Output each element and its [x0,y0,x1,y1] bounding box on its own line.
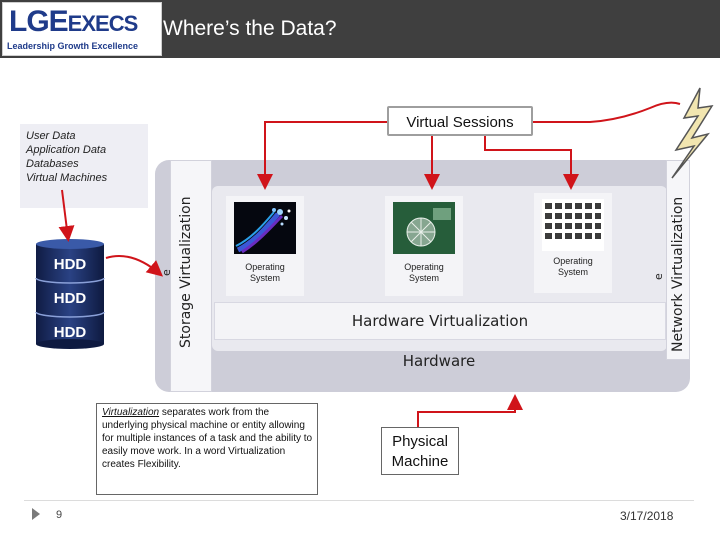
slide-date: 3/17/2018 [620,509,674,523]
network-virtualization-label: Network Virtualization [670,196,686,352]
hdd-3: HDD [36,316,104,344]
virtualization-definition-box: Virtualization separates work from the u… [96,403,318,495]
virtual-sessions-label: Virtual Sessions [406,114,514,131]
fiber-optic-image [234,202,296,254]
os-tile-2: Operating System [385,196,463,296]
logo-wordmark: LGEEXECS [9,5,138,38]
hdd-2: HDD [36,282,104,310]
globe-grid-image [393,202,455,254]
os-label-3: Operating [553,256,593,266]
os-label-1: Operating [245,262,285,272]
hardware-layer: Hardware [214,348,664,376]
storage-virtualization-label: Storage Virtualization [178,196,194,348]
hardware-label: Hardware [402,352,476,370]
hardware-virtualization-layer: Hardware Virtualization [214,302,666,340]
data-item-application-data: Application Data [26,144,107,156]
storage-column-marker: e [160,269,173,276]
os-label-3-line2: System [557,267,588,277]
hdd-1-label: HDD [53,256,87,273]
data-item-databases: Databases [26,158,79,170]
hdd-2-label: HDD [53,290,87,307]
data-item-user-data: User Data [26,130,76,142]
icon-grid-image [542,199,604,251]
data-item-virtual-machines: Virtual Machines [26,172,108,184]
hdd-3-label: HDD [53,324,87,341]
hdd-1: HDD [36,248,104,276]
logo-tagline: Leadership Growth Excellence [7,41,139,51]
os-tile-3: Operating System [534,193,612,293]
os-label-2: Operating [404,262,444,272]
os-label-1-line2: System [249,273,280,283]
definition-body: separates work from the underlying physi… [102,407,313,470]
virtual-sessions-box: Virtual Sessions [387,106,533,136]
slide-title: Where’s the Data? [163,17,337,40]
footer-arrow-icon [32,508,40,520]
definition-term: Virtualization [102,407,160,418]
os-label-2-line2: System [408,273,439,283]
storage-virtualization-column [170,160,212,392]
os-tile-1: Operating System [226,196,304,296]
network-column-marker: e [652,273,665,280]
title-bar: LGEEXECS Leadership Growth Excellence Wh… [0,0,720,58]
lge-execs-logo: LGEEXECS Leadership Growth Excellence [2,2,162,56]
footer-divider [24,500,694,501]
data-types-box: User Data Application Data Databases Vir… [20,124,148,208]
page-number: 9 [56,509,63,521]
hardware-virtualization-label: Hardware Virtualization [351,312,529,330]
virtualization-definition-text: Virtualization separates work from the u… [102,406,316,471]
